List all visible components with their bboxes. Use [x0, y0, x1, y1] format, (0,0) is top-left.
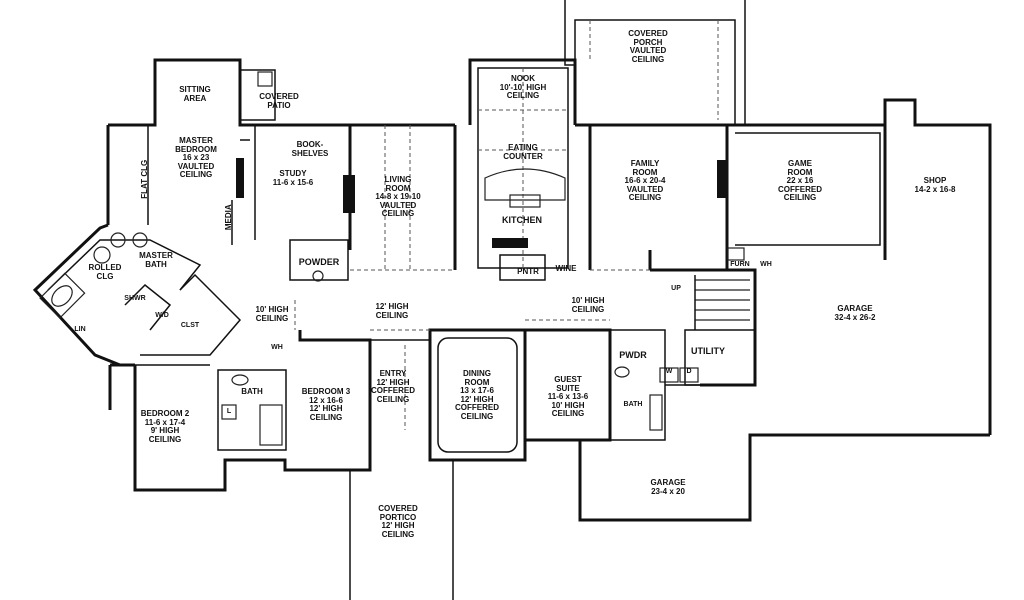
label-bath-guest: BATH: [623, 401, 643, 408]
label-l-mark: L: [226, 408, 232, 415]
label-kitchen: KITCHEN: [502, 215, 542, 225]
utility-garage-walls: [578, 247, 990, 522]
label-wh-2: WH: [271, 344, 283, 351]
label-furn: FURN: [730, 261, 750, 268]
label-pwdr: PWDR: [619, 350, 647, 360]
label-clst: CLST: [180, 322, 200, 329]
label-flat-clg: FLAT CLG: [139, 159, 149, 199]
label-bath-left: BATH: [241, 387, 263, 396]
label-up: UP: [671, 285, 681, 292]
label-wd-util-w: W: [665, 368, 673, 375]
central-hall-walls: [289, 239, 650, 282]
master-bath-walls: [32, 223, 242, 367]
label-wd-util-d: D: [686, 368, 692, 375]
label-wd-master: W/D: [155, 312, 169, 319]
kitchen-nook-walls: [468, 58, 592, 281]
lower-rooms-walls: [108, 328, 700, 492]
label-media: MEDIA: [223, 204, 233, 231]
label-shwr: SHWR: [124, 295, 146, 302]
label-utility: UTILITY: [691, 346, 725, 356]
label-wine: WINE: [555, 264, 577, 273]
master-suite-walls: [106, 58, 276, 245]
family-game-shop-walls: [590, 98, 992, 435]
portico-lines: [349, 460, 454, 600]
label-book-shelves: BOOK-SHELVES: [291, 140, 329, 158]
label-pntr: PNTR: [517, 267, 539, 276]
label-wh: WH: [760, 261, 772, 268]
hallway-dashes: [294, 300, 610, 430]
label-powder: POWDER: [298, 257, 340, 267]
label-lin: LIN: [74, 326, 86, 333]
study-living-walls: [254, 123, 457, 270]
